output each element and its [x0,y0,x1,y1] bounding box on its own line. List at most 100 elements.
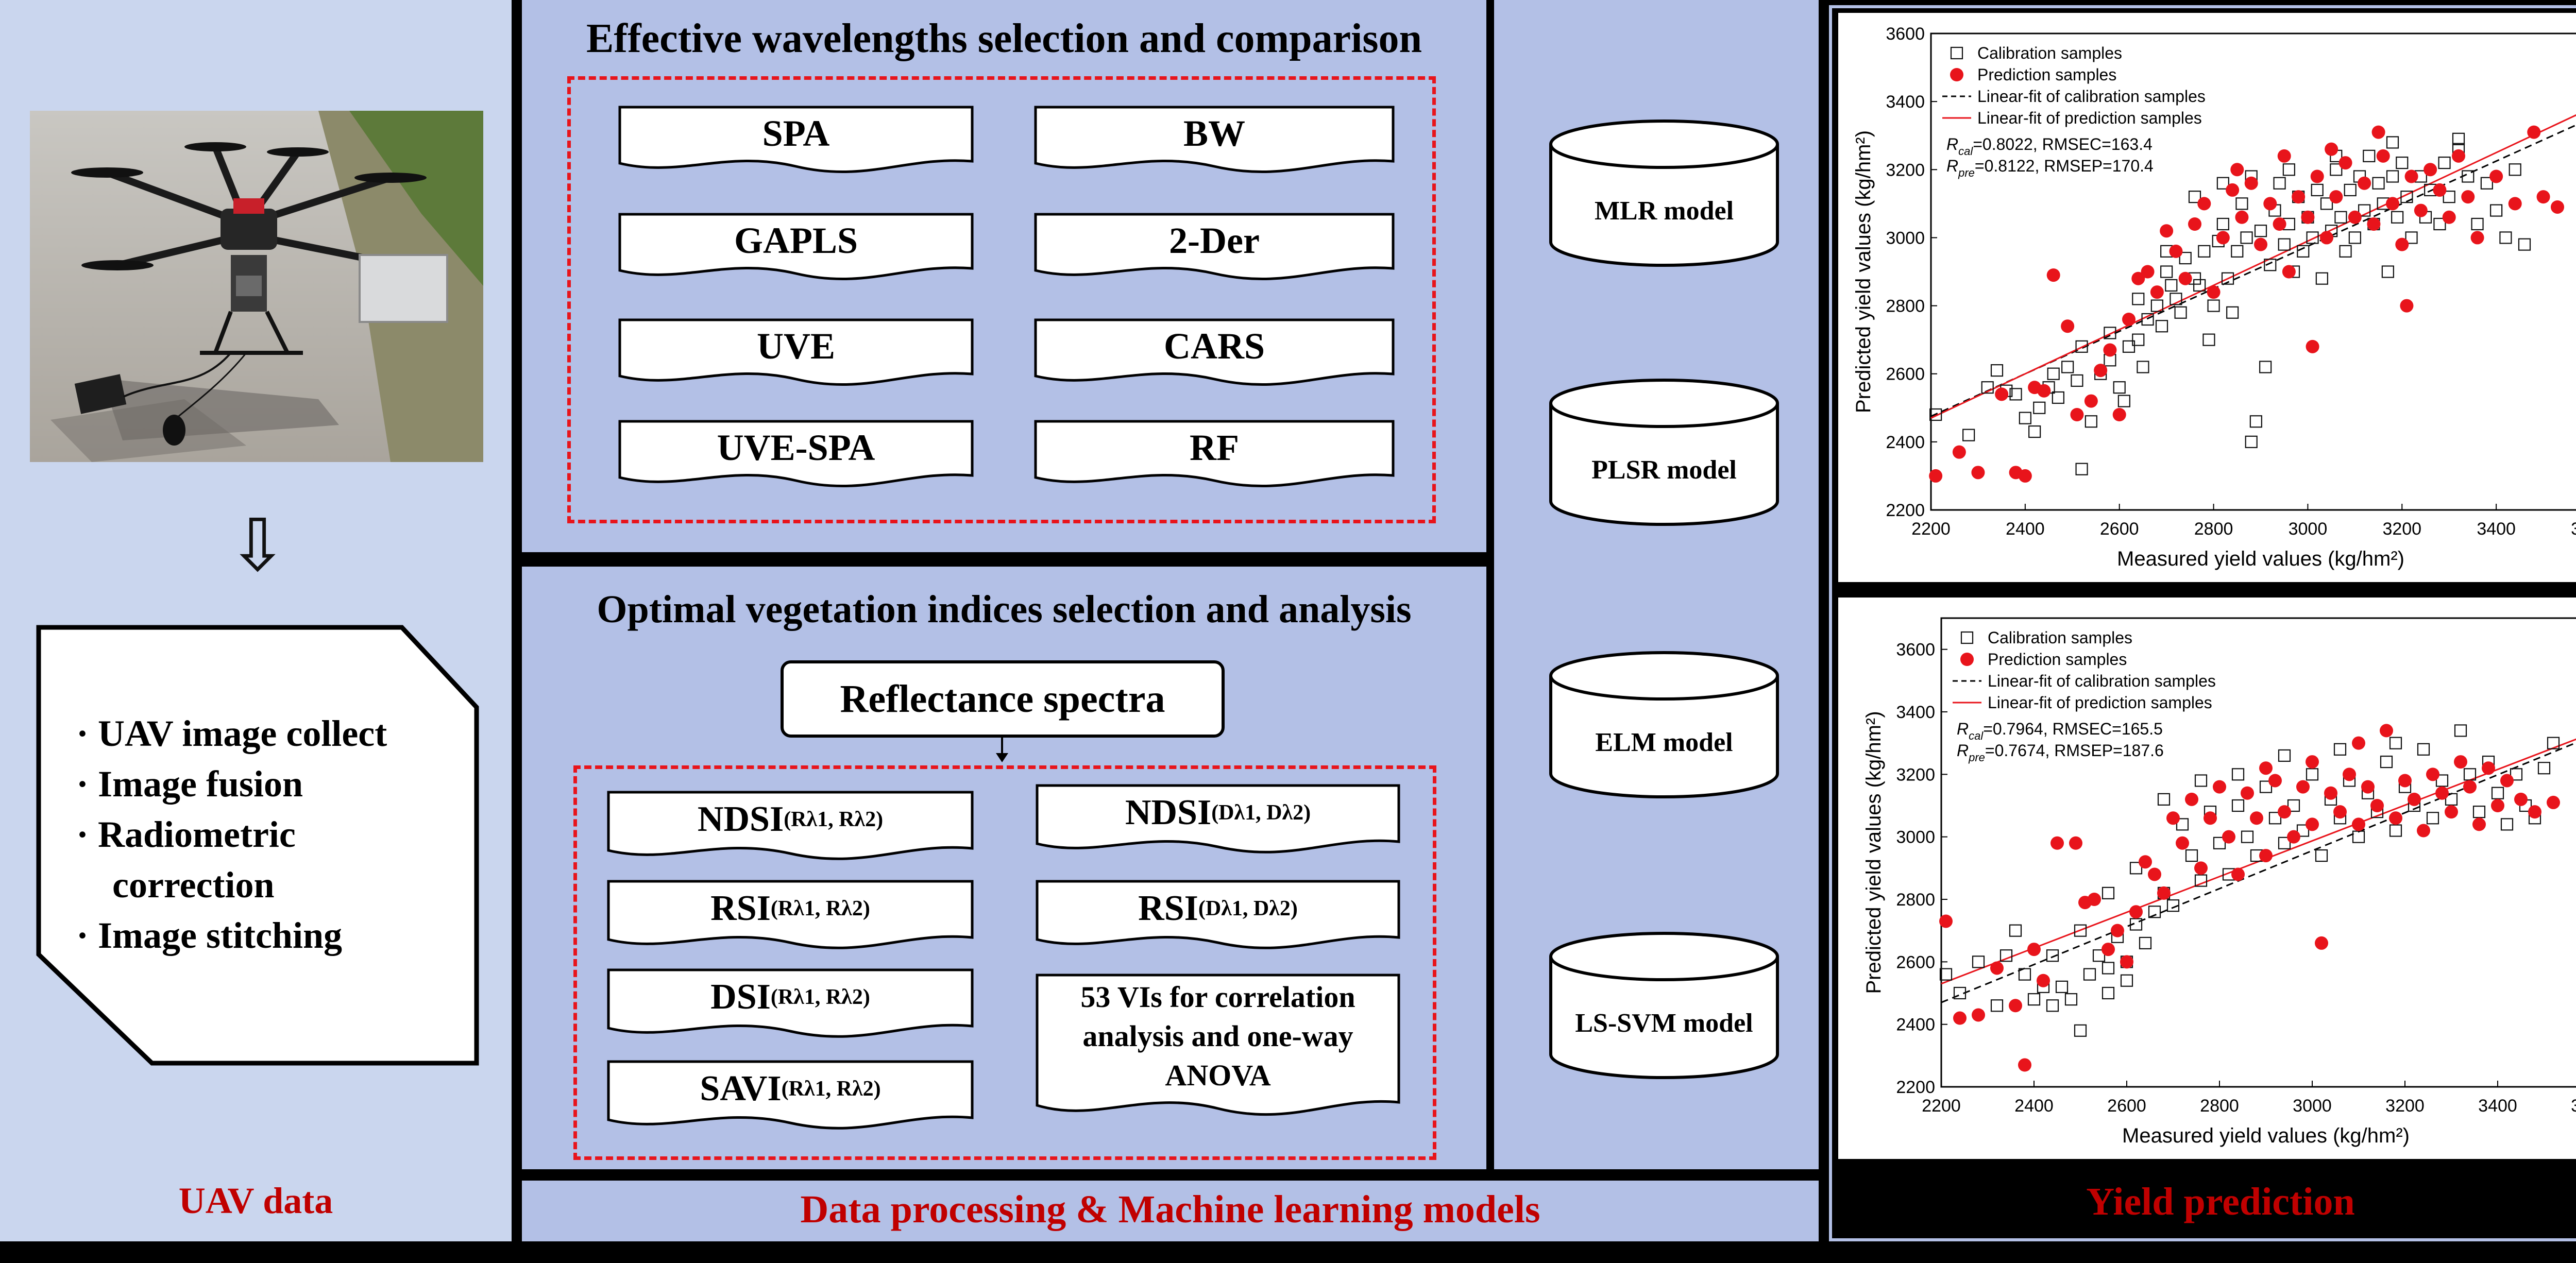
calibration-point [2386,136,2399,149]
prediction-point [1939,914,1953,928]
calibration-point [1962,429,1975,441]
prediction-point [2296,780,2310,794]
model-mlr: MLR model [1548,118,1780,268]
prediction-point [2536,190,2550,204]
calibration-point [2155,320,2168,333]
x-tick-label: 2800 [2194,519,2233,539]
prediction-point [2197,197,2211,211]
prediction-point [2306,817,2319,831]
step-correction: correction [112,864,275,906]
index-rsi-r: RSI(Rλ1, Rλ2) [607,880,974,952]
method-spa-label: SPA [762,112,830,154]
prediction-point [2442,210,2456,224]
prediction-point [2122,313,2136,326]
calibration-point [2268,812,2282,825]
y-tick-label: 2800 [1896,890,1935,910]
prediction-point [2324,786,2337,800]
calibration-point [2245,435,2258,448]
calibration-point [2333,743,2347,756]
anova-line-3: ANOVA [1165,1059,1271,1092]
prediction-point [2235,210,2249,224]
prediction-point [2129,905,2143,919]
calibration-point [1990,999,2004,1012]
prediction-point [2037,384,2051,398]
prediction-point [2213,780,2226,794]
prediction-point [2320,231,2333,245]
prediction-point [2027,943,2041,957]
chart-calibration-2: 2200240026002800300032003400360022002400… [1838,598,2576,1159]
index-rsi-r-label: RSI(Rλ1, Rλ2) [710,889,870,928]
calibration-point [2452,132,2465,145]
method-2der: 2-Der [1034,213,1395,283]
calibration-point [2254,225,2267,237]
prediction-point [2282,265,2296,279]
calibration-point [2055,980,2069,993]
prediction-point [2244,176,2258,190]
prediction-point [2287,830,2300,844]
prediction-point [2461,190,2475,204]
prediction-point [2018,469,2032,483]
calibration-point [2490,204,2503,217]
x-tick-label: 3200 [2382,519,2421,539]
calibration-point [2137,361,2149,373]
prediction-point [2325,142,2338,156]
calibration-point [2417,743,2430,756]
calibration-point [2102,962,2115,975]
calibration-point [2297,245,2310,258]
method-uve-spa-label: UVE-SPA [717,426,875,468]
method-gapls: GAPLS [618,213,974,283]
prediction-point [2103,343,2117,357]
calibration-point [2330,163,2343,176]
calibration-point [2157,793,2171,806]
calibration-point [2198,245,2211,258]
prediction-point [2178,271,2192,285]
prediction-point [1952,445,1966,459]
prediction-point [2463,780,2477,794]
calibration-point [2372,177,2385,190]
prediction-point [2395,237,2409,251]
calibration-point [2278,837,2291,849]
wavelength-methods-box [567,76,1436,523]
method-cars-label: CARS [1163,325,1265,367]
calibration-point [2231,768,2245,781]
x-tick-label: 2600 [2107,1096,2146,1116]
prediction-point [2306,755,2319,769]
prediction-point [2338,156,2352,170]
prediction-point [2194,861,2208,875]
uav-photo [30,111,483,462]
method-rf: RF [1034,420,1395,490]
calibration-point [2396,156,2409,169]
index-rsi-d: RSI(Dλ1, Dλ2) [1036,880,1400,952]
calibration-point [2176,818,2189,831]
y-tick-label: 2400 [1886,433,1925,452]
prediction-point [2370,799,2384,812]
x-tick-label: 2400 [2006,519,2045,539]
calibration-point [2166,899,2180,912]
prediction-point [2333,805,2347,819]
calibration-point [2064,993,2078,1006]
prediction-point [2352,817,2365,831]
calibration-point [2380,755,2393,769]
calibration-point [2046,949,2059,962]
calibration-point [2071,374,2083,387]
prediction-point [2160,224,2174,238]
calibration-point [2438,156,2451,169]
calibration-point [2391,211,2404,224]
calibration-point [2344,183,2357,197]
calibration-point [2231,799,2245,812]
calibration-point [2400,191,2413,203]
prediction-point [2046,268,2060,282]
prediction-point [2188,217,2201,231]
y-tick-label: 2200 [1896,1078,1935,1097]
center-caption: Data processing & Machine learning model… [800,1188,1540,1231]
calibration-point [2185,849,2198,862]
model-mlr-label: MLR model [1594,196,1734,226]
anova-box: 53 VIs for correlation analysis and one-… [1036,974,1400,1123]
method-uve-label: UVE [756,325,835,367]
prediction-point [2489,169,2503,183]
calibration-point [2132,293,2145,305]
calibration-point [2028,425,2041,438]
calibration-point [2033,401,2046,414]
prediction-point [2310,169,2324,183]
prediction-point [2204,811,2217,825]
